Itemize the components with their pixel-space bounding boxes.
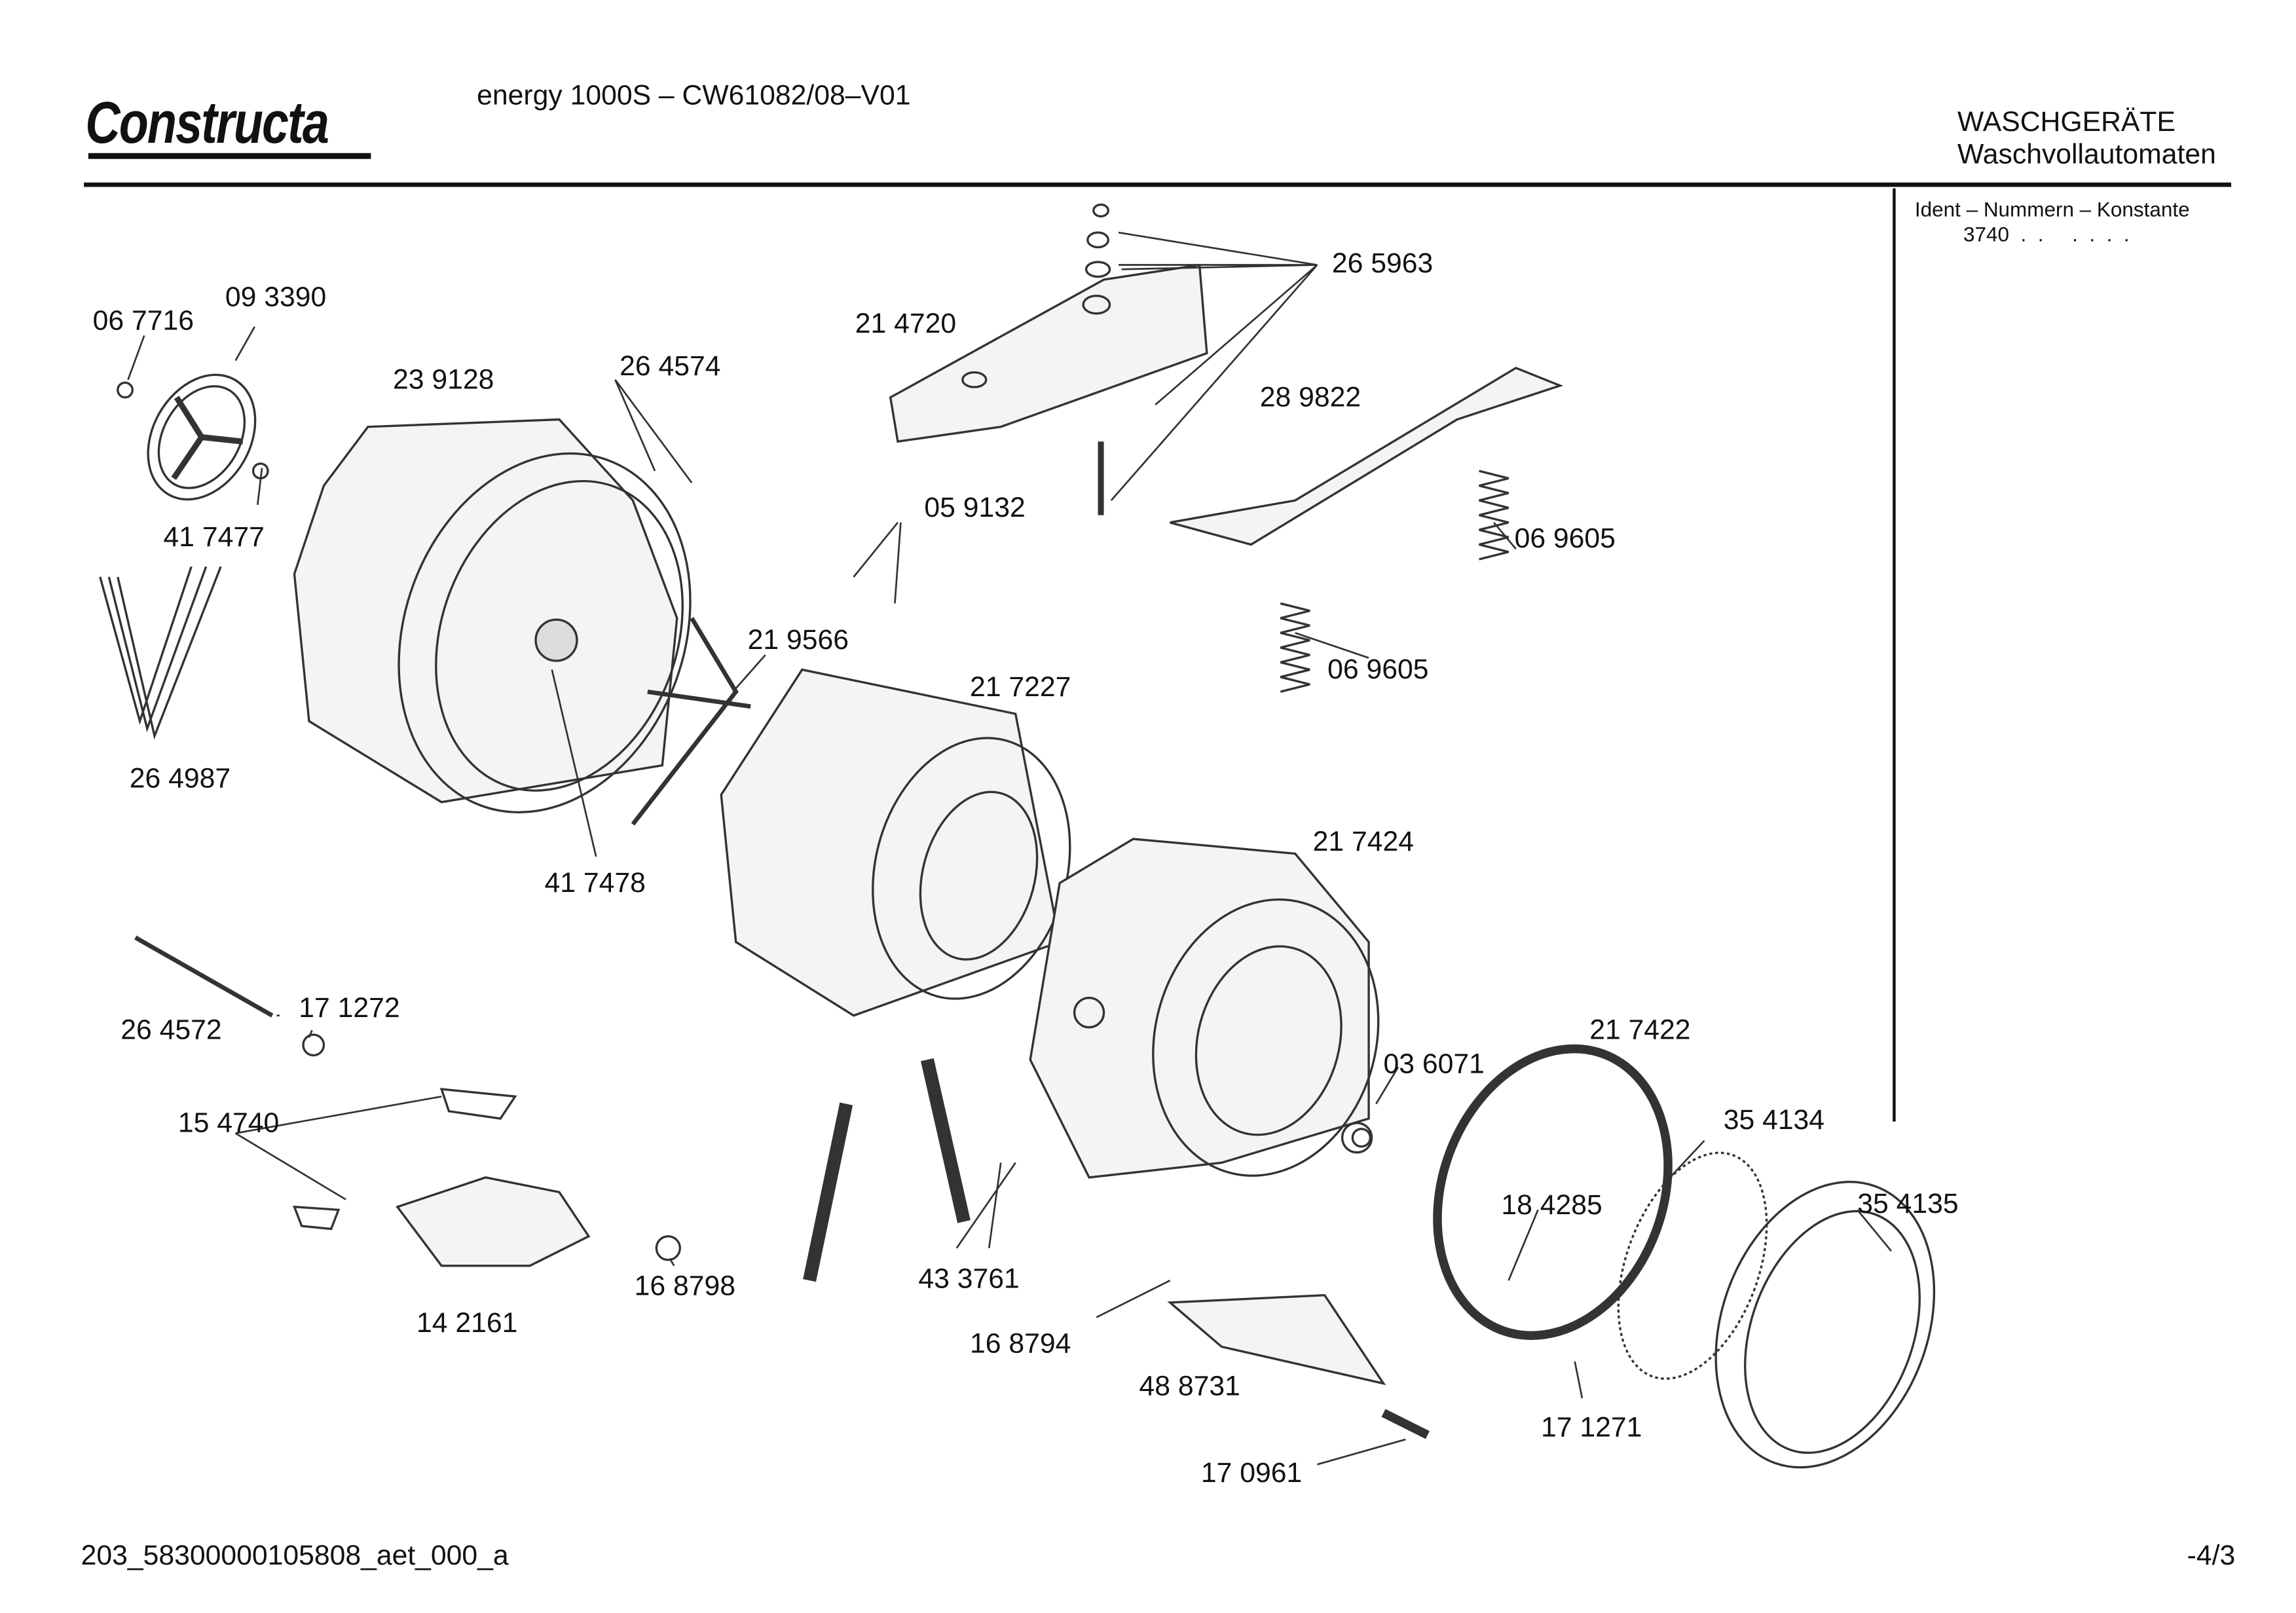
page-number: -4/3	[2187, 1541, 2236, 1572]
pulley	[147, 373, 257, 501]
spring	[1479, 470, 1509, 561]
part-label: 43 3761	[918, 1264, 1020, 1295]
part-label: 21 9566	[747, 625, 849, 657]
part-label: 21 7227	[970, 673, 1071, 704]
clamp-ring	[1617, 1151, 1768, 1380]
part-label: 26 5963	[1331, 248, 1434, 280]
spring	[1280, 602, 1310, 693]
part-label: 26 4987	[129, 764, 231, 795]
heater	[1167, 1293, 1386, 1386]
part-label: 21 7422	[1589, 1015, 1691, 1047]
logo-underline	[88, 153, 371, 159]
part-label: 41 7477	[163, 522, 265, 554]
part-label: 06 9605	[1327, 655, 1429, 686]
part-label: 03 6071	[1383, 1049, 1485, 1081]
part-label: 06 9605	[1514, 524, 1616, 555]
part-label: 28 9822	[1259, 382, 1361, 414]
part-label: 21 7424	[1312, 827, 1415, 859]
support-bracket	[1170, 366, 1564, 546]
part-label: 41 7478	[544, 868, 646, 900]
ident-label: Ident – Nummern – Konstante	[1914, 197, 2190, 221]
brand-logo: Constructa	[85, 91, 329, 157]
model-title: energy 1000S – CW61082/08–V01	[477, 81, 911, 112]
document-id: 203_58300000105808_aet_000_a	[81, 1541, 509, 1572]
door-seal	[1714, 1181, 1936, 1469]
drain-pump	[396, 1176, 591, 1267]
part-label: 18 4285	[1501, 1191, 1602, 1222]
front-tub	[1029, 838, 1370, 1179]
ident-value: 3740 . . . . . .	[1963, 222, 2130, 246]
part-label: 06 7716	[92, 306, 194, 337]
part-label: 17 1271	[1541, 1413, 1642, 1444]
subcategory-title: Waschvollautomaten	[1957, 139, 2216, 171]
side-divider	[1893, 188, 1896, 1122]
part-label: 05 9132	[924, 492, 1026, 525]
tie-rod	[134, 935, 274, 1018]
part-label: 48 8731	[1139, 1371, 1240, 1403]
part-label: 35 4134	[1723, 1105, 1825, 1136]
part-label: 21 4720	[855, 308, 957, 341]
counterweight	[889, 263, 1208, 443]
category-title: WASCHGERÄTE	[1957, 107, 2176, 139]
part-label: 26 4574	[620, 352, 721, 383]
part-label: 15 4740	[177, 1108, 280, 1140]
part-label: 35 4135	[1857, 1189, 1959, 1221]
part-label: 23 9128	[393, 365, 494, 396]
part-label: 16 8794	[970, 1329, 1071, 1360]
part-label: 09 3390	[225, 282, 327, 314]
part-label: 17 1272	[299, 993, 400, 1025]
part-label: 16 8798	[634, 1271, 735, 1303]
rear-tub	[293, 418, 678, 804]
part-label: 14 2161	[417, 1308, 518, 1340]
front-weight	[1433, 1044, 1673, 1341]
drive-belt	[99, 566, 222, 740]
header-divider	[84, 182, 2232, 187]
drum	[720, 668, 1062, 1017]
part-label: 26 4572	[120, 1015, 222, 1047]
leader-lines	[127, 231, 1892, 1466]
part-label: 17 0961	[1200, 1458, 1303, 1490]
shock-absorber	[803, 1058, 971, 1282]
